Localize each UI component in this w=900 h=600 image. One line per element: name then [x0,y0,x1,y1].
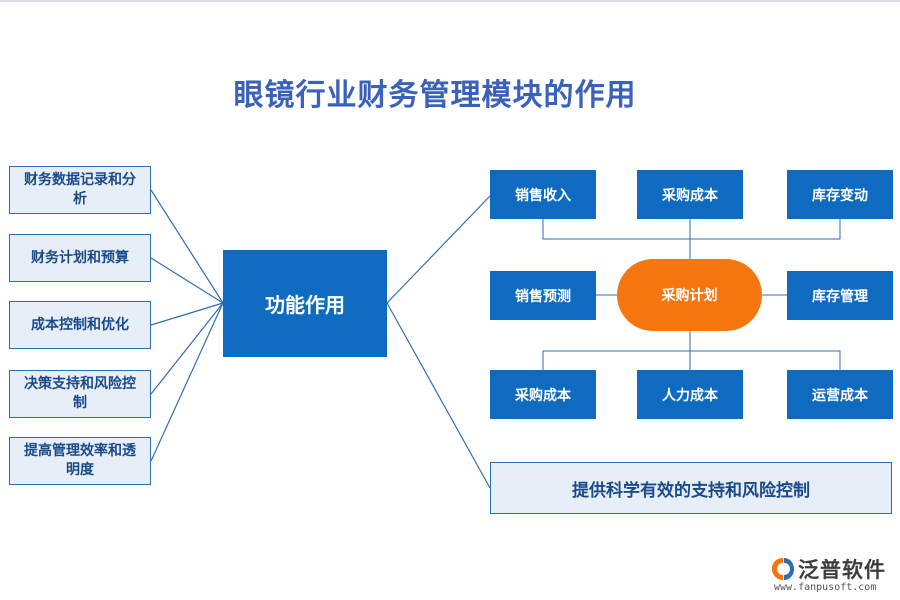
left-item-2: 财务计划和预算 [9,234,151,282]
page-title: 眼镜行业财务管理模块的作用 [233,78,637,113]
top-node-3: 库存变动 [787,170,893,219]
middle-node-right: 库存管理 [787,271,893,320]
left-item-5: 提高管理效率和透明度 [9,437,151,485]
top-divider [0,0,900,2]
bottom-node-3: 运营成本 [787,370,893,419]
brand-logo: 泛普软件 www.fanpusoft.com [770,554,895,596]
connector-left-4 [150,302,224,395]
connector-left-3 [150,302,224,326]
center-node: 功能作用 [223,250,387,357]
top-node-1: 销售收入 [490,170,596,219]
bracket-top [542,219,841,240]
connector-right-top [386,195,491,304]
left-item-4: 决策支持和风险控制 [9,370,151,418]
left-item-3: 成本控制和优化 [9,301,151,349]
bracket-bottom [542,350,841,370]
connector-left-5 [150,302,224,462]
logo-name: 泛普软件 [798,558,886,582]
hub-node: 采购计划 [617,259,762,331]
top-node-2: 采购成本 [637,170,743,219]
bottom-node-2: 人力成本 [637,370,743,419]
bottom-node-1: 采购成本 [490,370,596,419]
logo-mark-icon [772,558,794,580]
bottom-banner: 提供科学有效的支持和风险控制 [490,462,892,514]
left-item-1: 财务数据记录和分析 [9,166,151,214]
connector-left-2 [150,257,224,304]
middle-node-left: 销售预测 [490,271,596,320]
connector-right-bottom [386,302,491,489]
logo-url: www.fanpusoft.com [774,582,877,593]
connector-left-1 [150,189,224,304]
